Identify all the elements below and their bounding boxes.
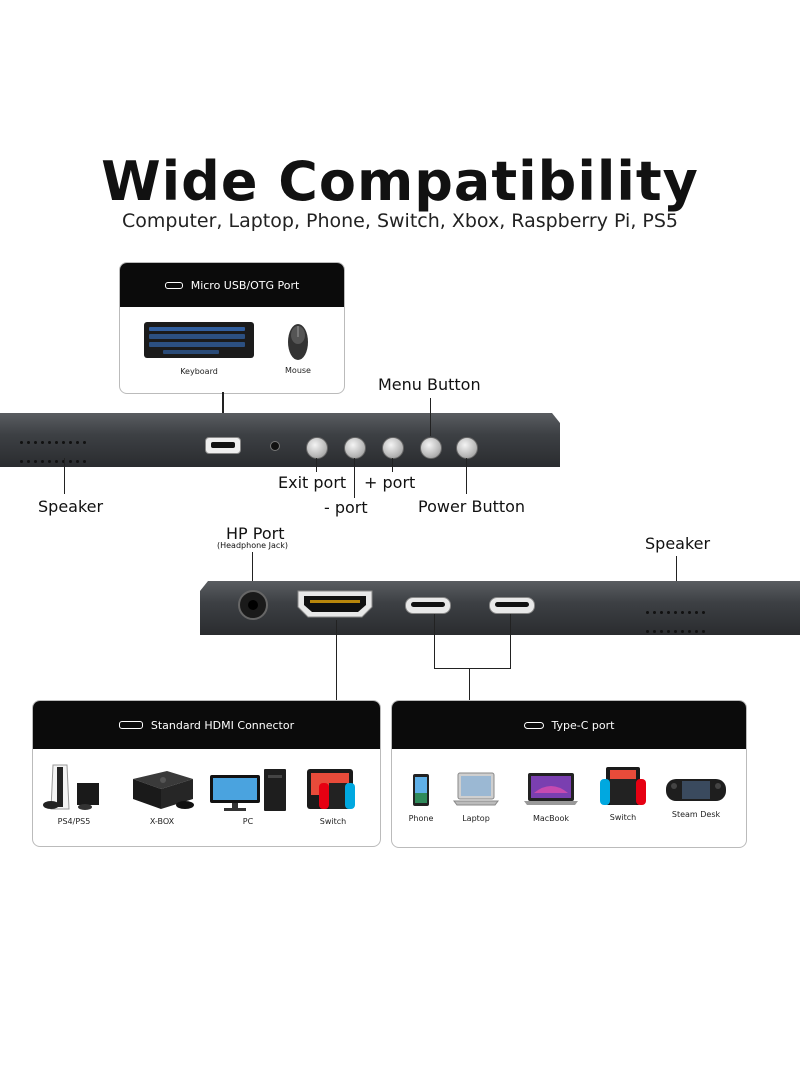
micro-usb-icon: [164, 281, 183, 289]
phone-label: Phone: [408, 814, 434, 823]
list-item: PS4/PS5: [39, 763, 109, 826]
page-subtitle: Computer, Laptop, Phone, Switch, Xbox, R…: [121, 210, 679, 232]
ps-label: PS4/PS5: [57, 817, 91, 826]
keyboard-icon: [144, 322, 254, 358]
switch-icon: [307, 769, 355, 809]
list-item: MacBook: [520, 771, 582, 823]
speaker-grill-right: [644, 600, 714, 638]
steam-deck-icon: [666, 779, 726, 801]
list-item: Laptop: [452, 771, 500, 823]
hdmi-card-header: Standard HDMI Connector: [33, 701, 380, 749]
plus-button[interactable]: [382, 437, 404, 459]
steam-deck-label: Steam Desk: [671, 810, 721, 819]
speaker-grill-left: [18, 430, 90, 468]
laptop-icon: [453, 772, 499, 806]
hp-port-sublabel: (Headphone Jack): [217, 541, 289, 550]
exit-port-label: Exit port: [278, 473, 347, 492]
typec-icon: [523, 721, 544, 729]
usb-connector-line: [222, 392, 224, 428]
pc-label: PC: [242, 817, 254, 826]
speaker-label-right: Speaker: [645, 534, 711, 553]
usb-card-heading: Micro USB/OTG Port: [190, 278, 300, 292]
macbook-icon: [524, 773, 578, 805]
hp-port-label: HP Port: [226, 524, 285, 543]
typec-card-heading: Type-C port: [551, 718, 615, 732]
hdmi-port: [297, 590, 373, 618]
switch-icon: [600, 767, 646, 805]
laptop-label: Laptop: [462, 814, 490, 823]
hdmi-card: Standard HDMI Connector PS4/PS5 X-BOX: [32, 700, 381, 847]
typec-connector-line-1: [434, 614, 435, 668]
typec-card-header: Type-C port: [392, 701, 746, 749]
minus-callout-line: [354, 458, 355, 498]
typec-connector-joiner: [434, 668, 511, 669]
exit-callout-line: [316, 458, 317, 472]
list-item: Keyboard: [142, 321, 256, 376]
typec-connector-line-2: [510, 614, 511, 668]
typec-connector-stem: [469, 668, 470, 700]
xbox-icon: [133, 771, 194, 809]
reset-hole: [270, 441, 280, 451]
menu-button[interactable]: [420, 437, 442, 459]
hp-callout-line: [252, 552, 253, 584]
phone-icon: [413, 774, 429, 806]
switch-label: Switch: [319, 817, 347, 826]
typec-port-1: [405, 597, 451, 614]
usb-card-header: Micro USB/OTG Port: [120, 263, 344, 307]
hdmi-icon: [118, 721, 143, 729]
list-item: X-BOX: [125, 769, 199, 826]
hdmi-card-heading: Standard HDMI Connector: [150, 718, 295, 732]
list-item: Switch: [301, 767, 365, 826]
list-item: Switch: [596, 765, 650, 822]
typec-port-2: [489, 597, 535, 614]
mouse-label: Mouse: [285, 366, 311, 375]
minus-button[interactable]: [344, 437, 366, 459]
speaker-label-left: Speaker: [38, 497, 104, 516]
speaker-callout-line: [64, 458, 65, 494]
micro-usb-port: [205, 437, 241, 454]
list-item: Mouse: [278, 323, 318, 375]
minus-port-label: - port: [324, 498, 368, 517]
menu-callout-line: [430, 398, 431, 436]
power-callout-line: [466, 458, 467, 494]
plus-port-label: + port: [364, 473, 416, 492]
power-button[interactable]: [456, 437, 478, 459]
list-item: PC: [205, 767, 291, 826]
list-item: Phone: [400, 773, 442, 823]
hdmi-connector-line: [336, 620, 337, 700]
xbox-label: X-BOX: [149, 817, 175, 826]
usb-card: Micro USB/OTG Port Keyboard Mouse: [119, 262, 345, 394]
plus-callout-line: [392, 458, 393, 472]
headphone-jack: [238, 590, 268, 620]
pc-icon: [210, 769, 286, 811]
mouse-icon: [288, 324, 308, 360]
macbook-label: MacBook: [532, 814, 570, 823]
page-title: Wide Compatibility: [101, 150, 699, 213]
speaker-right-callout-line: [676, 556, 677, 586]
exit-button[interactable]: [306, 437, 328, 459]
playstation-icon: [43, 764, 99, 810]
menu-button-label: Menu Button: [378, 375, 481, 394]
power-button-label: Power Button: [418, 497, 526, 516]
keyboard-label: Keyboard: [180, 367, 218, 376]
typec-card: Type-C port Phone Laptop MacBook: [391, 700, 747, 848]
list-item: Steam Desk: [664, 777, 728, 819]
switch-label: Switch: [609, 813, 637, 822]
